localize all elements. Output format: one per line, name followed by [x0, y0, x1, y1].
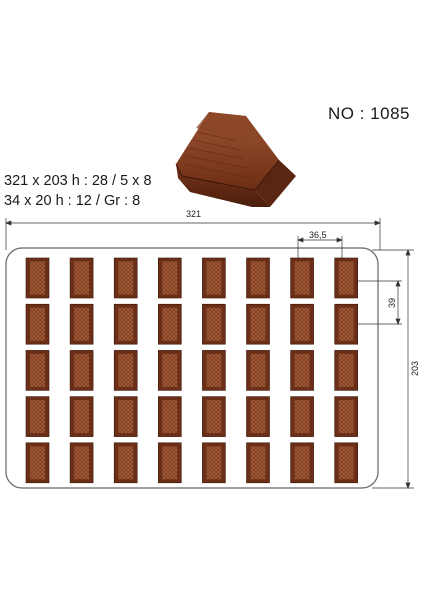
cavity: [202, 303, 226, 345]
cavity-spec: 34 x 20 h : 12 / Gr : 8: [4, 193, 141, 209]
tray-outline: [5, 247, 379, 489]
cavity: [69, 257, 94, 299]
cavity: [290, 303, 314, 345]
cavity: [246, 350, 270, 391]
cavity: [69, 396, 94, 437]
cavity: [334, 350, 359, 391]
cavity: [158, 350, 182, 391]
cavity: [246, 257, 270, 299]
cavity: [113, 303, 138, 345]
cavity: [246, 442, 270, 484]
cavity: [202, 350, 226, 391]
cavity: [202, 442, 226, 484]
cavity: [158, 257, 182, 299]
cavity: [69, 442, 94, 484]
width-dimension: [5, 218, 381, 250]
cavity: [158, 442, 182, 484]
cavity-grid: [25, 257, 359, 484]
cavity: [290, 257, 314, 299]
cavity: [25, 396, 50, 437]
cavity: [290, 442, 314, 484]
cavity: [25, 303, 50, 345]
cavity: [290, 350, 314, 391]
tray-spec: 321 x 203 h : 28 / 5 x 8: [4, 173, 152, 189]
cavity: [69, 303, 94, 345]
model-number: NO : 1085: [328, 104, 410, 123]
cavity: [334, 442, 359, 484]
cavity: [113, 257, 138, 299]
cavity: [25, 442, 50, 484]
cavity: [25, 350, 50, 391]
cavity: [334, 303, 359, 345]
pitch-label: 36,5: [309, 230, 327, 240]
cavity: [113, 350, 138, 391]
cavity: [246, 396, 270, 437]
cavity: [158, 303, 182, 345]
cavity: [246, 303, 270, 345]
cavity: [69, 350, 94, 391]
cavity: [113, 442, 138, 484]
cavity: [158, 396, 182, 437]
pitch-dimension: [297, 236, 343, 258]
height-dimension: [372, 249, 414, 489]
row-pitch-dimension: [354, 280, 402, 325]
cavity: [113, 396, 138, 437]
row-pitch-label: 39: [387, 298, 397, 308]
cavity: [290, 396, 314, 437]
cavity: [334, 396, 359, 437]
width-label: 321: [186, 209, 201, 219]
height-label: 203: [410, 361, 420, 376]
cavity: [25, 257, 50, 299]
cavity: [334, 257, 359, 299]
cavity: [202, 257, 226, 299]
cavity: [202, 396, 226, 437]
chocolate-bar-icon: [175, 112, 296, 207]
